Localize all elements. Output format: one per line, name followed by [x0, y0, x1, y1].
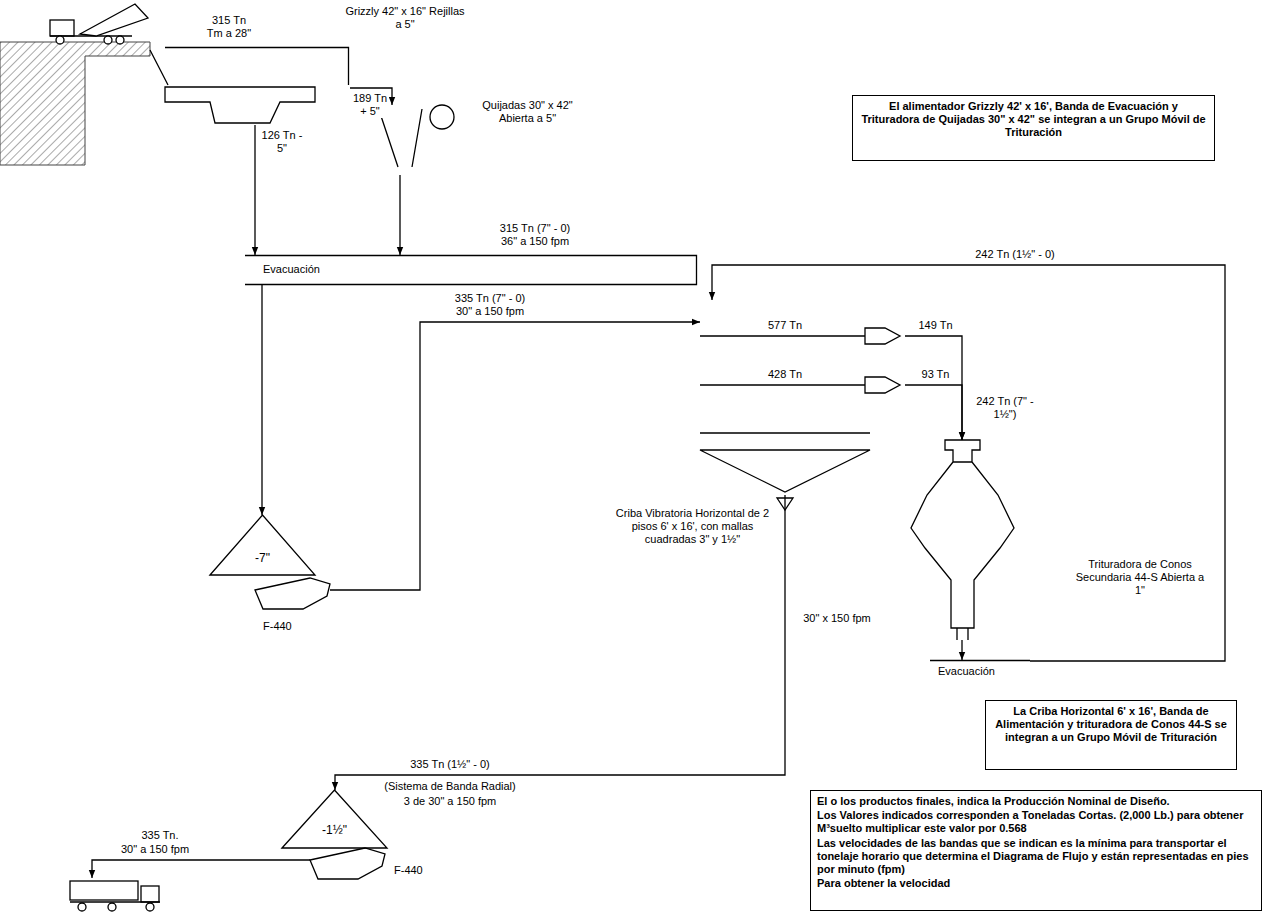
flow-label: 3 de 30" a 150 fpm: [390, 795, 510, 808]
haul-truck: [70, 881, 160, 911]
flow-label: 315 Tn (7" - 0) 36" a 150 fpm: [495, 222, 575, 248]
vibrating-feeder-outline: [255, 578, 330, 610]
equipment-label: -1½": [282, 823, 387, 837]
flow-label: 242 Tn (7" - 1½"): [970, 395, 1040, 421]
equipment-label: Evacuación: [938, 665, 1028, 678]
flow-label: 189 Tn + 5": [351, 92, 389, 118]
flow-label: 315 Tn Tm a 28": [205, 14, 253, 40]
flow-label: 242 Tn (1½" - 0): [960, 248, 1070, 261]
equipment-label: F-440: [394, 864, 454, 877]
vibrating-feeder: F-440: [310, 848, 388, 880]
stockpile-outline: [210, 515, 315, 575]
vibrating-feeder: F-440: [255, 578, 330, 610]
flow-label: (Sistema de Banda Radial): [375, 780, 525, 793]
stockpile: -1½": [282, 790, 387, 848]
note-text: Los Valores indicados corresponden a Ton…: [817, 809, 1255, 835]
stockpile: -7": [210, 515, 315, 575]
equipment-label: Trituradora de Conos Secundaria 44-S Abi…: [1075, 558, 1205, 598]
flow-arrow: [330, 322, 700, 590]
flow-label: 335 Tn (1½" - 0): [395, 758, 505, 771]
discharge-belt: Evacuación: [245, 255, 697, 285]
flow-label: 30" x 150 fpm: [792, 612, 882, 625]
note-text: La Criba Horizontal 6' x 16', Banda de A…: [992, 705, 1230, 745]
dump-truck: [50, 4, 148, 44]
note-text: Para obtener la velocidad: [817, 877, 1255, 890]
flow-label: 93 Tn: [913, 368, 958, 381]
flow-arrow: [712, 265, 1225, 661]
grizzly-feeder: Grizzly 42" x 16" Rejillas a 5": [165, 47, 350, 125]
note-box: La Criba Horizontal 6' x 16', Banda de A…: [985, 700, 1237, 770]
flow-label: 428 Tn: [760, 368, 810, 381]
cone-crusher-outline: [905, 440, 1020, 640]
vibrating-feeder-outline: [310, 848, 388, 880]
equipment-label: Evacuación: [263, 263, 363, 276]
note-text: El alimentador Grizzly 42' x 16', Banda …: [859, 100, 1208, 140]
note-box: El alimentador Grizzly 42' x 16', Banda …: [852, 95, 1215, 161]
ground-wall: [0, 42, 150, 165]
equipment-label: Criba Vibratoria Horizontal de 2 pisos 6…: [615, 507, 770, 547]
flow-arrow: [905, 336, 962, 440]
cone-crusher: Trituradora de Conos Secundaria 44-S Abi…: [905, 440, 1020, 640]
equipment-label: -7": [210, 551, 315, 565]
discharge-belt: Evacuación: [930, 660, 1030, 682]
flow-arrow: [261, 285, 262, 515]
loadout-belt: [92, 860, 310, 878]
flow-label: 335 Tn (7" - 0) 30" a 150 fpm: [450, 292, 530, 318]
flow-arrow: [905, 385, 962, 440]
note-text: El o los productos finales, indica la Pr…: [817, 795, 1255, 808]
flow-label: 149 Tn: [913, 319, 958, 332]
note-text: Las velocidades de las bandas que se ind…: [817, 837, 1255, 877]
note-box: El o los productos finales, indica la Pr…: [810, 790, 1262, 911]
flow-arrow: [961, 640, 962, 660]
flow-label: 335 Tn.: [120, 829, 200, 842]
equipment-label: F-440: [263, 620, 323, 633]
grizzly-feeder-outline: [165, 47, 350, 125]
equipment-label: Quijadas 30" x 42" Abierta a 5": [470, 99, 585, 125]
flow-arrow: [335, 495, 785, 790]
flow-arrow: [254, 125, 255, 255]
flow-label: 126 Tn - 5": [260, 129, 304, 155]
equipment-label: Grizzly 42" x 16" Rejillas a 5": [345, 5, 465, 31]
flow-label: 30" a 150 fpm: [110, 843, 200, 856]
flow-label: 577 Tn: [760, 319, 810, 332]
stockpile-outline: [282, 790, 387, 848]
flow-arrow: [399, 175, 400, 255]
